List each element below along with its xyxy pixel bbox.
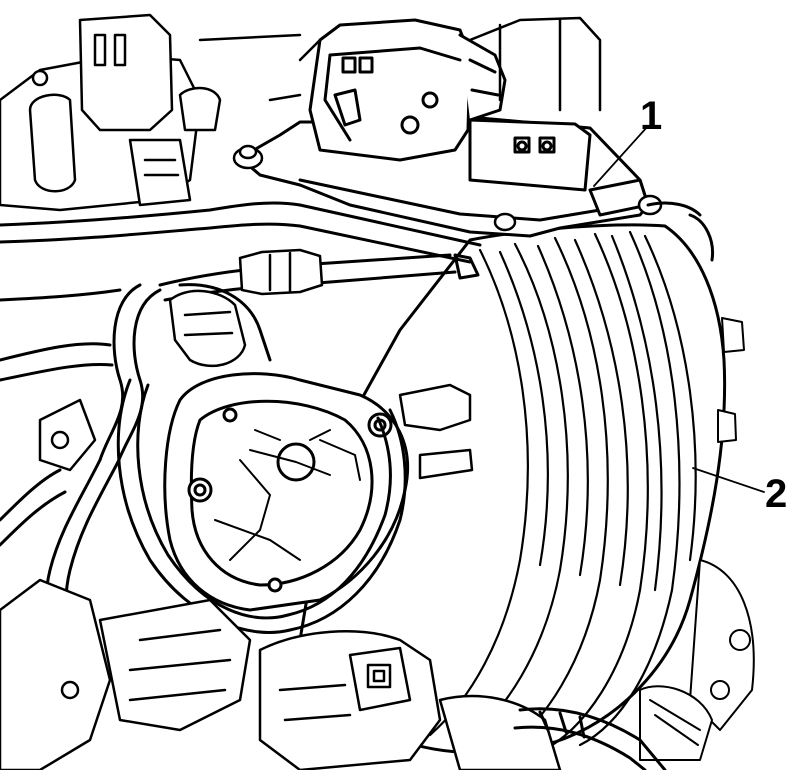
callout-1-label: 1: [640, 94, 663, 138]
pipe-clamp: [238, 248, 324, 296]
module-connector: [308, 18, 507, 162]
callout-2-leader: [692, 467, 765, 493]
engine-upper-right-frame: [198, 16, 602, 112]
hose-loop: [116, 378, 407, 634]
callout-leaders: [593, 125, 765, 493]
bottom-hose: [513, 707, 667, 770]
throttle-linkage: [214, 429, 361, 561]
engine-upper-left: [0, 13, 222, 212]
pipe-upper: [0, 201, 715, 302]
manifold-right-details: [639, 317, 755, 761]
sensor-module: [238, 116, 650, 238]
engine-lower-left: [0, 398, 252, 770]
module-bolts: [232, 144, 663, 232]
callout-1-leader: [593, 125, 649, 187]
callout-2-label: 2: [765, 472, 788, 516]
injector-area: [258, 630, 562, 770]
throttle-body: [163, 372, 410, 612]
mid-left-parts: [168, 289, 474, 480]
